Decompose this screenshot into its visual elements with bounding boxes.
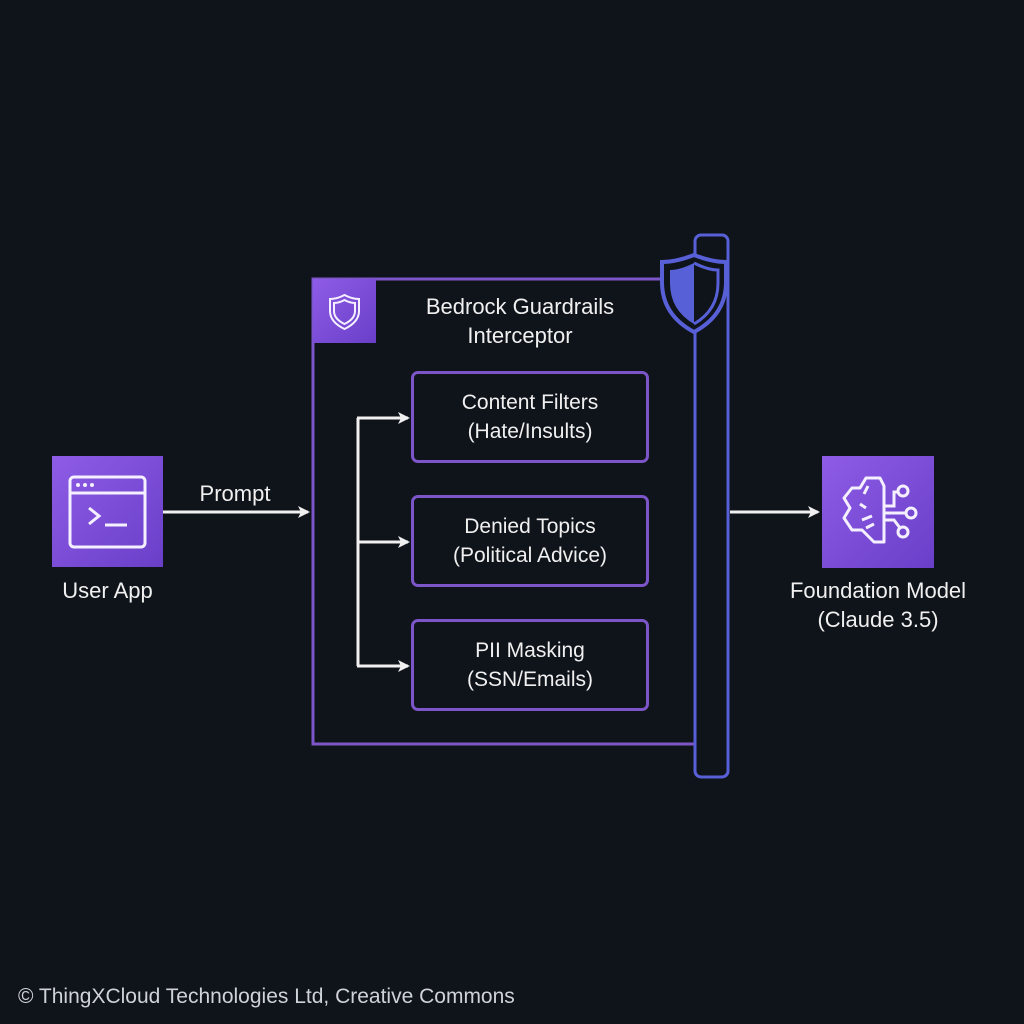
guard-rail-bar — [693, 233, 730, 779]
foundation-model-tile[interactable] — [822, 456, 934, 568]
user-app-tile[interactable] — [52, 456, 163, 567]
guard-shield-icon — [660, 252, 728, 335]
brain-circuit-icon — [842, 476, 918, 544]
interceptor-border — [311, 277, 695, 746]
user-app-label: User App — [62, 578, 153, 603]
foundation-model-label: Foundation Model (Claude 3.5) — [789, 578, 967, 632]
filter-content[interactable]: Content Filters (Hate/Insults) — [411, 371, 649, 463]
shield-icon — [329, 293, 360, 331]
filter-pii-masking[interactable]: PII Masking (SSN/Emails) — [411, 619, 649, 711]
interceptor-title: Bedrock Guardrails Interceptor — [425, 294, 615, 348]
prompt-label: Prompt — [199, 481, 271, 506]
terminal-window-icon — [68, 475, 147, 549]
interceptor-icon-tile — [313, 279, 376, 343]
copyright-footer: © ThingXCloud Technologies Ltd, Creative… — [18, 985, 515, 1008]
filter-denied-topics[interactable]: Denied Topics (Political Advice) — [411, 495, 649, 587]
